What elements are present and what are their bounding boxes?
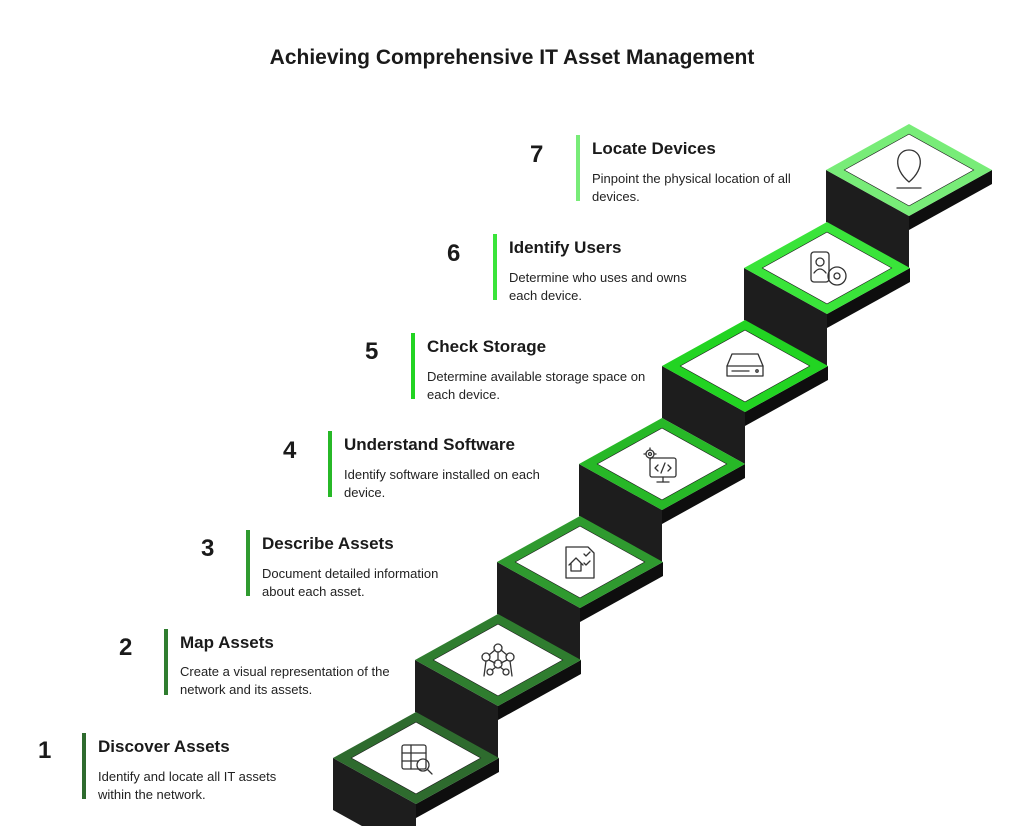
step-top-inner <box>761 231 893 305</box>
step-side-right <box>416 758 499 818</box>
step-number: 5 <box>365 338 379 365</box>
table-search-icon <box>401 744 433 775</box>
user-device-icon <box>810 251 847 286</box>
step-side-right <box>498 660 581 720</box>
step-top-inner <box>596 427 728 501</box>
step-description: Document detailed information about each… <box>262 566 439 599</box>
step-heading: Check Storage <box>427 337 547 356</box>
step-accent-bar <box>493 234 497 300</box>
step-heading: Describe Assets <box>262 534 394 553</box>
hard-drive-icon <box>726 353 764 377</box>
step-riser-left <box>415 660 498 758</box>
step-description: Pinpoint the physical location of all de… <box>592 171 791 204</box>
location-pin-icon <box>896 149 922 189</box>
stair-step-3 <box>497 516 663 660</box>
step-riser-left <box>497 562 580 660</box>
stair-step-7 <box>826 124 992 268</box>
stair-step-1 <box>333 712 499 826</box>
step-heading: Map Assets <box>180 633 274 652</box>
stair-step-6 <box>744 222 910 366</box>
step-description: Identify and locate all IT assets within… <box>98 769 277 802</box>
step-top-inner <box>843 133 975 207</box>
step-riser-left <box>826 170 909 268</box>
step-heading: Locate Devices <box>592 139 716 158</box>
step-description: Create a visual representation of the ne… <box>180 664 390 697</box>
step-riser-left <box>662 366 745 464</box>
step-accent-bar <box>328 431 332 497</box>
step-description: Determine who uses and owns each device. <box>509 270 687 303</box>
stair-step-5 <box>662 320 828 464</box>
step-description: Identify software installed on each devi… <box>344 467 540 500</box>
step-number: 1 <box>38 737 52 764</box>
step-side-right <box>662 464 745 524</box>
step-accent-bar <box>246 530 250 596</box>
code-monitor-icon <box>643 447 677 483</box>
network-icon <box>481 643 515 677</box>
stair-step-4 <box>579 418 745 562</box>
page-title: Achieving Comprehensive IT Asset Managem… <box>269 46 755 69</box>
step-number: 3 <box>201 535 215 562</box>
step-side-right <box>745 366 828 426</box>
step-riser-left <box>744 268 827 366</box>
step-accent-bar <box>82 733 86 799</box>
step-side-right <box>580 562 663 622</box>
step-side-right <box>909 170 992 230</box>
stair-step-2 <box>415 614 581 758</box>
step-top-inner <box>350 721 482 795</box>
step-heading: Discover Assets <box>98 737 230 756</box>
step-riser-left <box>579 464 662 562</box>
step-number: 4 <box>283 437 297 464</box>
step-accent-bar <box>576 135 580 201</box>
step-description: Determine available storage space on eac… <box>427 369 646 402</box>
step-heading: Identify Users <box>509 238 622 257</box>
step-heading: Understand Software <box>344 435 515 454</box>
step-accent-bar <box>164 629 168 695</box>
step-number: 2 <box>119 634 133 661</box>
step-accent-bar <box>411 333 415 399</box>
step-number: 6 <box>447 240 461 267</box>
step-side-right <box>827 268 910 328</box>
document-checklist-icon <box>565 546 595 579</box>
step-riser-left <box>333 758 416 826</box>
step-number: 7 <box>530 141 544 168</box>
